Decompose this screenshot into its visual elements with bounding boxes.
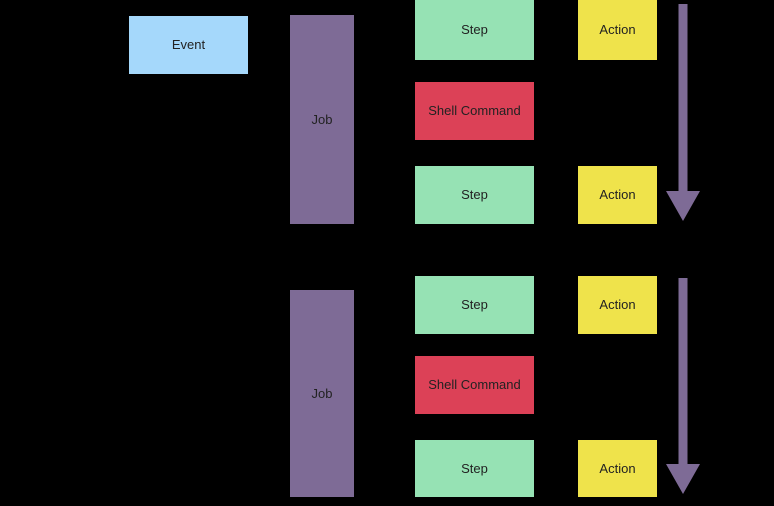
node-label: Shell Command (428, 377, 521, 393)
node-label: Shell Command (428, 103, 521, 119)
node-action[interactable]: Action (578, 440, 657, 497)
node-label: Job (311, 385, 333, 401)
node-shell-command[interactable]: Shell Command (415, 356, 534, 414)
node-action[interactable]: Action (578, 166, 657, 224)
node-step[interactable]: Step (415, 166, 534, 224)
node-action[interactable]: Action (578, 0, 657, 60)
node-step[interactable]: Step (415, 276, 534, 334)
node-action[interactable]: Action (578, 276, 657, 334)
flow-arrow-down-icon (665, 4, 701, 221)
node-event[interactable]: Event (129, 16, 248, 74)
node-label: Job (311, 111, 333, 127)
flow-arrow-down-icon (665, 278, 701, 494)
node-label: Step (461, 22, 488, 38)
node-label: Step (461, 460, 488, 476)
node-shell-command[interactable]: Shell Command (415, 82, 534, 140)
node-job[interactable]: Job (290, 290, 354, 497)
node-job[interactable]: Job (290, 15, 354, 224)
node-label: Action (599, 297, 636, 313)
node-label: Action (599, 22, 636, 38)
node-step[interactable]: Step (415, 0, 534, 60)
node-step[interactable]: Step (415, 440, 534, 497)
node-label: Step (461, 187, 488, 203)
node-label: Action (599, 187, 636, 203)
node-label: Event (171, 37, 206, 53)
node-label: Step (461, 297, 488, 313)
node-label: Action (599, 460, 636, 476)
